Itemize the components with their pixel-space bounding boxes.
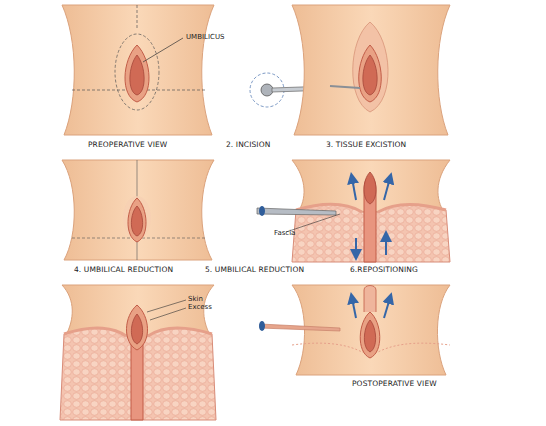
- step-caption: 4. UMBILICAL REDUCTION: [74, 266, 173, 275]
- torso-excision: [292, 5, 450, 135]
- step-caption: 2. INCISION: [226, 141, 270, 150]
- part-label: UMBILICUS: [186, 33, 224, 41]
- torso-reduction: [62, 160, 214, 260]
- step-caption: 6.REPOSITIONING: [350, 266, 418, 275]
- step-caption: 5. UMBILICAL REDUCTION: [205, 266, 304, 275]
- part-label: Fascia: [274, 229, 295, 237]
- step-caption: POSTOPERATIVE VIEW: [352, 380, 437, 389]
- step-caption: PREOPERATIVE VIEW: [88, 141, 167, 150]
- step-caption: 3. TISSUE EXCISTION: [326, 141, 406, 150]
- part-label: Skin Excess: [188, 295, 222, 311]
- torso-postoperative: [259, 285, 450, 375]
- torso-preoperative: [62, 5, 214, 135]
- section-repositioning: [257, 160, 450, 262]
